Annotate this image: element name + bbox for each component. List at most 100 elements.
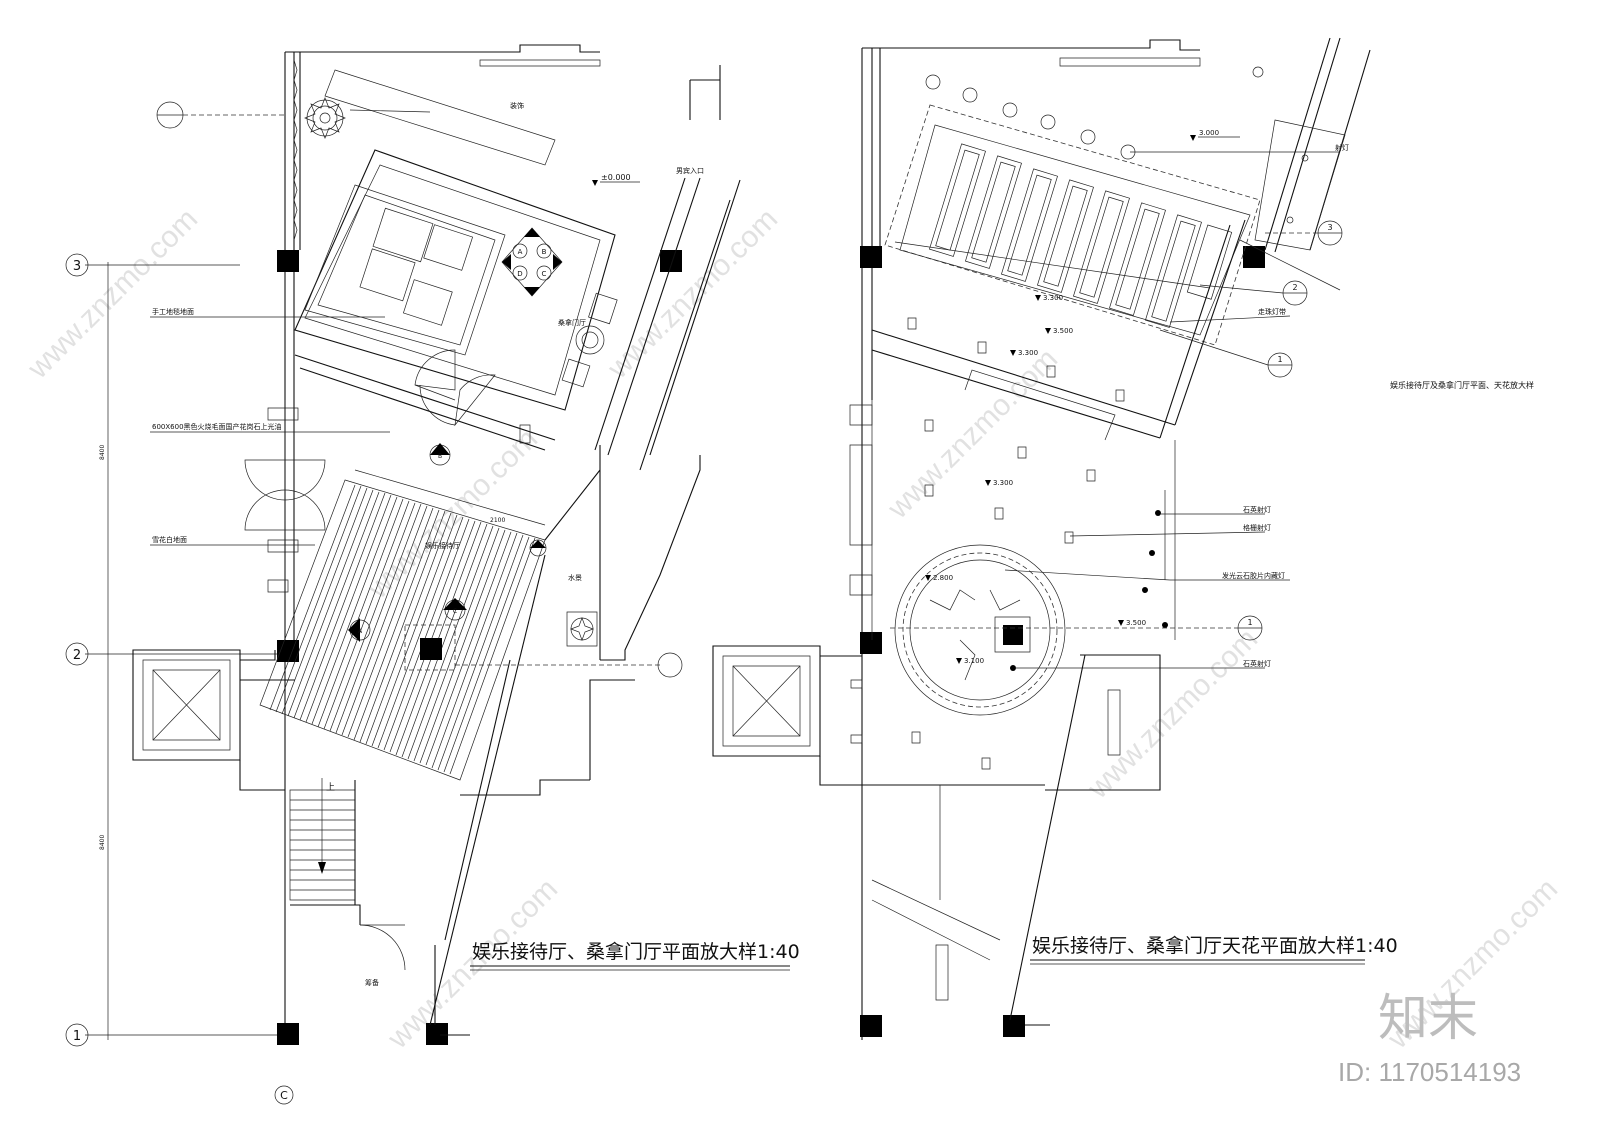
wall [608,178,700,455]
watermark-layer: www.znzmo.com www.znzmo.com www.znzmo.co… [21,202,1564,1055]
window-sill [480,60,600,66]
wall [1175,220,1245,425]
elevator-car [153,670,220,740]
wall [300,368,545,450]
dimension-line [355,470,545,525]
elevator-cross [733,666,800,736]
structural-column [860,1015,882,1037]
curtain-line [294,60,297,240]
drawing-title: 娱乐接待厅、桑拿门厅平面放大样1:40 [472,940,800,963]
axis-label: 3 [73,259,81,274]
leader-line [1170,316,1290,322]
level-text: 2.800 [933,574,953,582]
downlight [1041,115,1055,129]
detail-tag: B [438,453,442,460]
structural-column [277,250,299,272]
fixture [1108,690,1120,755]
leader-line [1005,570,1170,580]
pier [268,408,298,420]
grille-light [851,680,862,688]
stone-spotlight [1155,510,1161,516]
level-mark [1190,135,1196,141]
level-mark [985,480,991,486]
structural-column [860,246,882,268]
grille-light [925,485,933,496]
wall [445,660,510,940]
pier [850,575,872,595]
axis-bubble [275,1086,293,1104]
callout-bubble: 2 [1200,281,1307,305]
decor-wall [245,490,325,530]
label: 手工地毯地面 [152,307,194,316]
callout-bubble: 3 [1265,221,1342,245]
door-swing [415,350,455,390]
right-ceiling-plan: 射灯 3.000 [713,38,1534,1040]
stone-spotlight [1142,587,1148,593]
level-text: ±0.000 [601,173,631,182]
watermark-text: www.znzmo.com [1081,622,1264,805]
label: 格栅射灯 [1243,523,1271,532]
grille-light [995,508,1003,519]
grille-light [912,732,920,743]
pier [850,445,872,545]
level-text: 3.300 [1043,294,1063,302]
structural-column [420,638,442,660]
grille-light [908,318,916,329]
label: 走珠灯带 [1258,307,1286,316]
door-swing [455,375,495,425]
detail-tag: C [542,270,547,278]
axis-bubble [66,254,88,276]
elevator-cross [153,670,220,740]
floor-medallion [305,98,345,138]
wall [1010,655,1085,1020]
column-outline [405,625,455,670]
label: 射灯 [1335,143,1349,152]
sofa-cushion [360,249,415,301]
structural-column [660,250,682,272]
grille-light [978,342,986,353]
watermark-text: www.znzmo.com [361,422,544,605]
detail-tag: D [517,270,522,278]
planter [562,359,590,387]
downlight [963,88,977,102]
detail-tag: A [358,628,363,635]
wall [872,900,990,960]
leader-line [1070,532,1265,536]
wall [872,330,1175,425]
level-text: 3.000 [1199,129,1219,137]
planter [589,293,618,324]
round-planter [576,326,604,354]
detail-index-marker: A B C D [502,228,562,296]
door-leaf [415,385,455,400]
pier [268,580,288,592]
wall [640,200,730,470]
wall [1045,655,1160,790]
section-marker [530,540,546,556]
elevator-shaft [713,646,820,756]
level-mark [592,180,598,186]
wall [285,45,600,52]
door-arc [420,385,455,425]
downlight [1081,130,1095,144]
sofa-cushion [424,225,473,271]
downlight [1302,155,1308,161]
wall [595,178,685,450]
watermark-text: www.znzmo.com [21,202,204,385]
water-feature [571,618,593,640]
grille-light [982,758,990,769]
watermark-text: www.znzmo.com [381,872,564,1055]
label: 600X600黑色火烧毛面国产花岗石上光油 [152,422,282,431]
structural-column [277,1023,299,1045]
wall [295,355,555,440]
leader-line [350,110,430,112]
wall [590,680,635,780]
label: 水景 [568,573,582,582]
grille-light [851,735,862,743]
slatted-floor [260,480,545,780]
label: 雪花白地面 [152,535,187,544]
callout-bubble: 1 [890,616,1262,640]
pier [268,540,298,552]
level-text: 3.100 [964,657,984,665]
axis-label: 1 [73,1029,81,1044]
